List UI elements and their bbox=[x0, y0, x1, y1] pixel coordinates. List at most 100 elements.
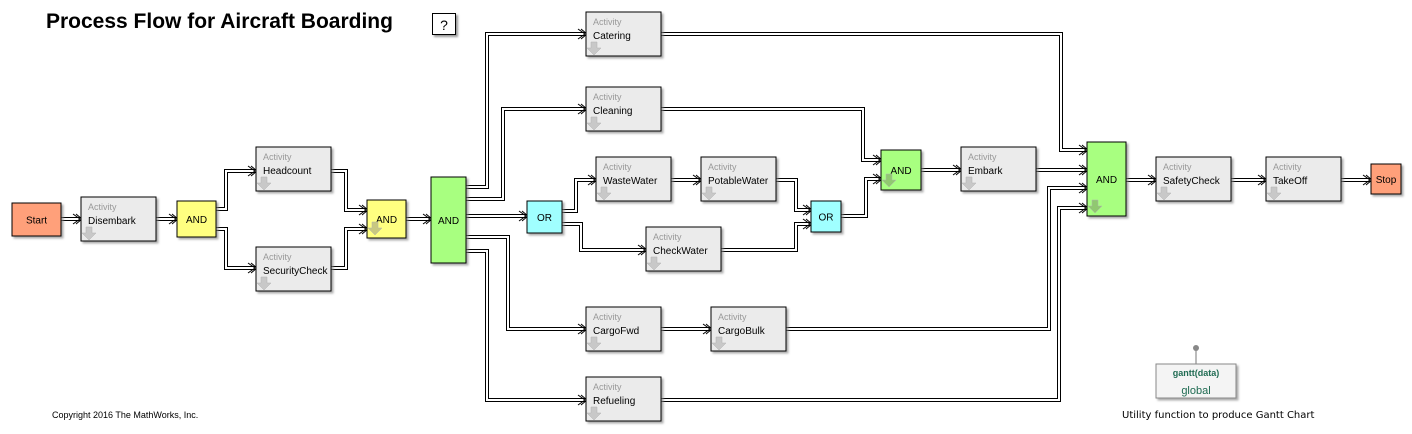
connection-and2-to-and3[interactable] bbox=[406, 213, 433, 225]
open-subsystem-arrow-icon[interactable] bbox=[1266, 186, 1282, 201]
block-type-label: Activity bbox=[593, 382, 622, 392]
connection-and3-to-cleaning[interactable] bbox=[466, 103, 588, 201]
connection-potablewater-to-or2[interactable] bbox=[776, 178, 813, 216]
block-label: AND bbox=[186, 215, 207, 226]
open-subsystem-arrow-icon[interactable] bbox=[256, 276, 272, 291]
help-button[interactable]: ? bbox=[432, 13, 456, 35]
gate-block-and5[interactable]: AND bbox=[1086, 141, 1127, 217]
block-type-label: Activity bbox=[1163, 162, 1192, 172]
open-subsystem-arrow-icon[interactable] bbox=[367, 221, 383, 236]
open-subsystem-arrow-icon[interactable] bbox=[586, 116, 602, 131]
block-type-label: Activity bbox=[88, 202, 117, 212]
connection-embark-to-and5[interactable] bbox=[1036, 164, 1089, 176]
open-subsystem-arrow-icon[interactable] bbox=[881, 173, 897, 188]
connection-and4-to-embark[interactable] bbox=[921, 164, 963, 176]
connection-refueling-to-and5[interactable] bbox=[661, 202, 1089, 402]
connection-and3-to-cargofwd[interactable] bbox=[466, 235, 588, 335]
connection-and5-to-safetycheck[interactable] bbox=[1126, 174, 1158, 186]
connection-cargobulk-to-and5[interactable] bbox=[786, 182, 1089, 331]
connection-safetycheck-to-takeoff[interactable] bbox=[1231, 174, 1268, 186]
terminal-block-stop[interactable]: Stop bbox=[1370, 163, 1402, 195]
gate-block-and3[interactable]: AND bbox=[430, 176, 467, 264]
gate-block-and2[interactable]: AND bbox=[366, 199, 407, 239]
connection-and3-to-or1[interactable] bbox=[466, 210, 529, 222]
connection-disembark-to-and1[interactable] bbox=[156, 213, 179, 225]
open-subsystem-arrow-icon[interactable] bbox=[596, 186, 612, 201]
connection-cargofwd-to-cargobulk[interactable] bbox=[661, 323, 713, 335]
gantt-box[interactable] bbox=[1155, 363, 1237, 399]
open-subsystem-arrow-icon[interactable] bbox=[586, 336, 602, 351]
open-subsystem-arrow-icon[interactable] bbox=[586, 406, 602, 421]
block-type-label: Activity bbox=[593, 92, 622, 102]
block-body[interactable] bbox=[11, 202, 62, 237]
connection-headcount-to-and2[interactable] bbox=[331, 169, 369, 216]
open-subsystem-arrow-icon[interactable] bbox=[646, 256, 662, 271]
block-name-label: SecurityCheck bbox=[263, 266, 328, 277]
connection-start-to-disembark[interactable] bbox=[61, 213, 83, 225]
connection-and1-to-security[interactable] bbox=[216, 227, 258, 274]
block-name-label: CheckWater bbox=[653, 246, 708, 257]
block-type-label: Activity bbox=[653, 232, 682, 242]
gate-block-or2[interactable]: OR bbox=[810, 200, 842, 233]
open-subsystem-arrow-icon[interactable] bbox=[1156, 186, 1172, 201]
block-label: OR bbox=[819, 213, 834, 224]
connection-or1-to-checkwater[interactable] bbox=[562, 222, 648, 256]
block-name-label: TakeOff bbox=[1273, 176, 1307, 187]
block-type-label: Activity bbox=[263, 252, 292, 262]
block-type-label: Activity bbox=[593, 312, 622, 322]
block-body[interactable] bbox=[810, 200, 842, 233]
connection-wastewater-to-potablewater[interactable] bbox=[671, 174, 703, 186]
connection-security-to-and2[interactable] bbox=[331, 223, 369, 270]
terminal-block-start[interactable]: Start bbox=[11, 202, 62, 237]
block-body[interactable] bbox=[526, 200, 563, 234]
gate-block-or1[interactable]: OR bbox=[526, 200, 563, 234]
block-body[interactable] bbox=[176, 200, 217, 238]
block-type-label: Activity bbox=[593, 17, 622, 27]
block-name-label: WasteWater bbox=[603, 176, 658, 187]
block-type-label: Activity bbox=[968, 152, 997, 162]
gate-block-and1[interactable]: AND bbox=[176, 200, 217, 238]
open-subsystem-arrow-icon[interactable] bbox=[586, 41, 602, 56]
block-name-label: Catering bbox=[593, 31, 631, 42]
block-body[interactable] bbox=[430, 176, 467, 264]
block-body[interactable] bbox=[1370, 163, 1402, 195]
open-subsystem-arrow-icon[interactable] bbox=[711, 336, 727, 351]
open-subsystem-arrow-icon[interactable] bbox=[256, 176, 272, 191]
gate-block-and4[interactable]: AND bbox=[880, 149, 922, 191]
connection-or1-to-wastewater[interactable] bbox=[562, 174, 598, 213]
block-name-label: PotableWater bbox=[708, 176, 769, 187]
block-name-label: Refueling bbox=[593, 396, 635, 407]
connection-takeoff-to-stop[interactable] bbox=[1341, 174, 1373, 186]
block-label: Stop bbox=[1376, 175, 1397, 186]
open-subsystem-arrow-icon[interactable] bbox=[961, 176, 977, 191]
connection-catering-to-and5[interactable] bbox=[661, 32, 1089, 156]
connection-or2-to-and4[interactable] bbox=[841, 173, 883, 218]
gantt-function-block[interactable]: gantt(data) global bbox=[1155, 345, 1237, 399]
block-name-label: CargoFwd bbox=[593, 326, 639, 337]
gantt-port-icon bbox=[1193, 345, 1199, 351]
connection-and1-to-headcount[interactable] bbox=[216, 165, 258, 211]
block-name-label: Embark bbox=[968, 166, 1003, 177]
block-name-label: Headcount bbox=[263, 166, 312, 177]
open-subsystem-arrow-icon[interactable] bbox=[701, 186, 717, 201]
open-subsystem-arrow-icon[interactable] bbox=[1087, 199, 1103, 214]
connection-checkwater-to-or2[interactable] bbox=[721, 218, 813, 252]
block-body[interactable] bbox=[585, 376, 662, 422]
open-subsystem-arrow-icon[interactable] bbox=[81, 226, 97, 241]
connection-and3-to-refueling[interactable] bbox=[466, 249, 588, 406]
block-type-label: Activity bbox=[1273, 162, 1302, 172]
